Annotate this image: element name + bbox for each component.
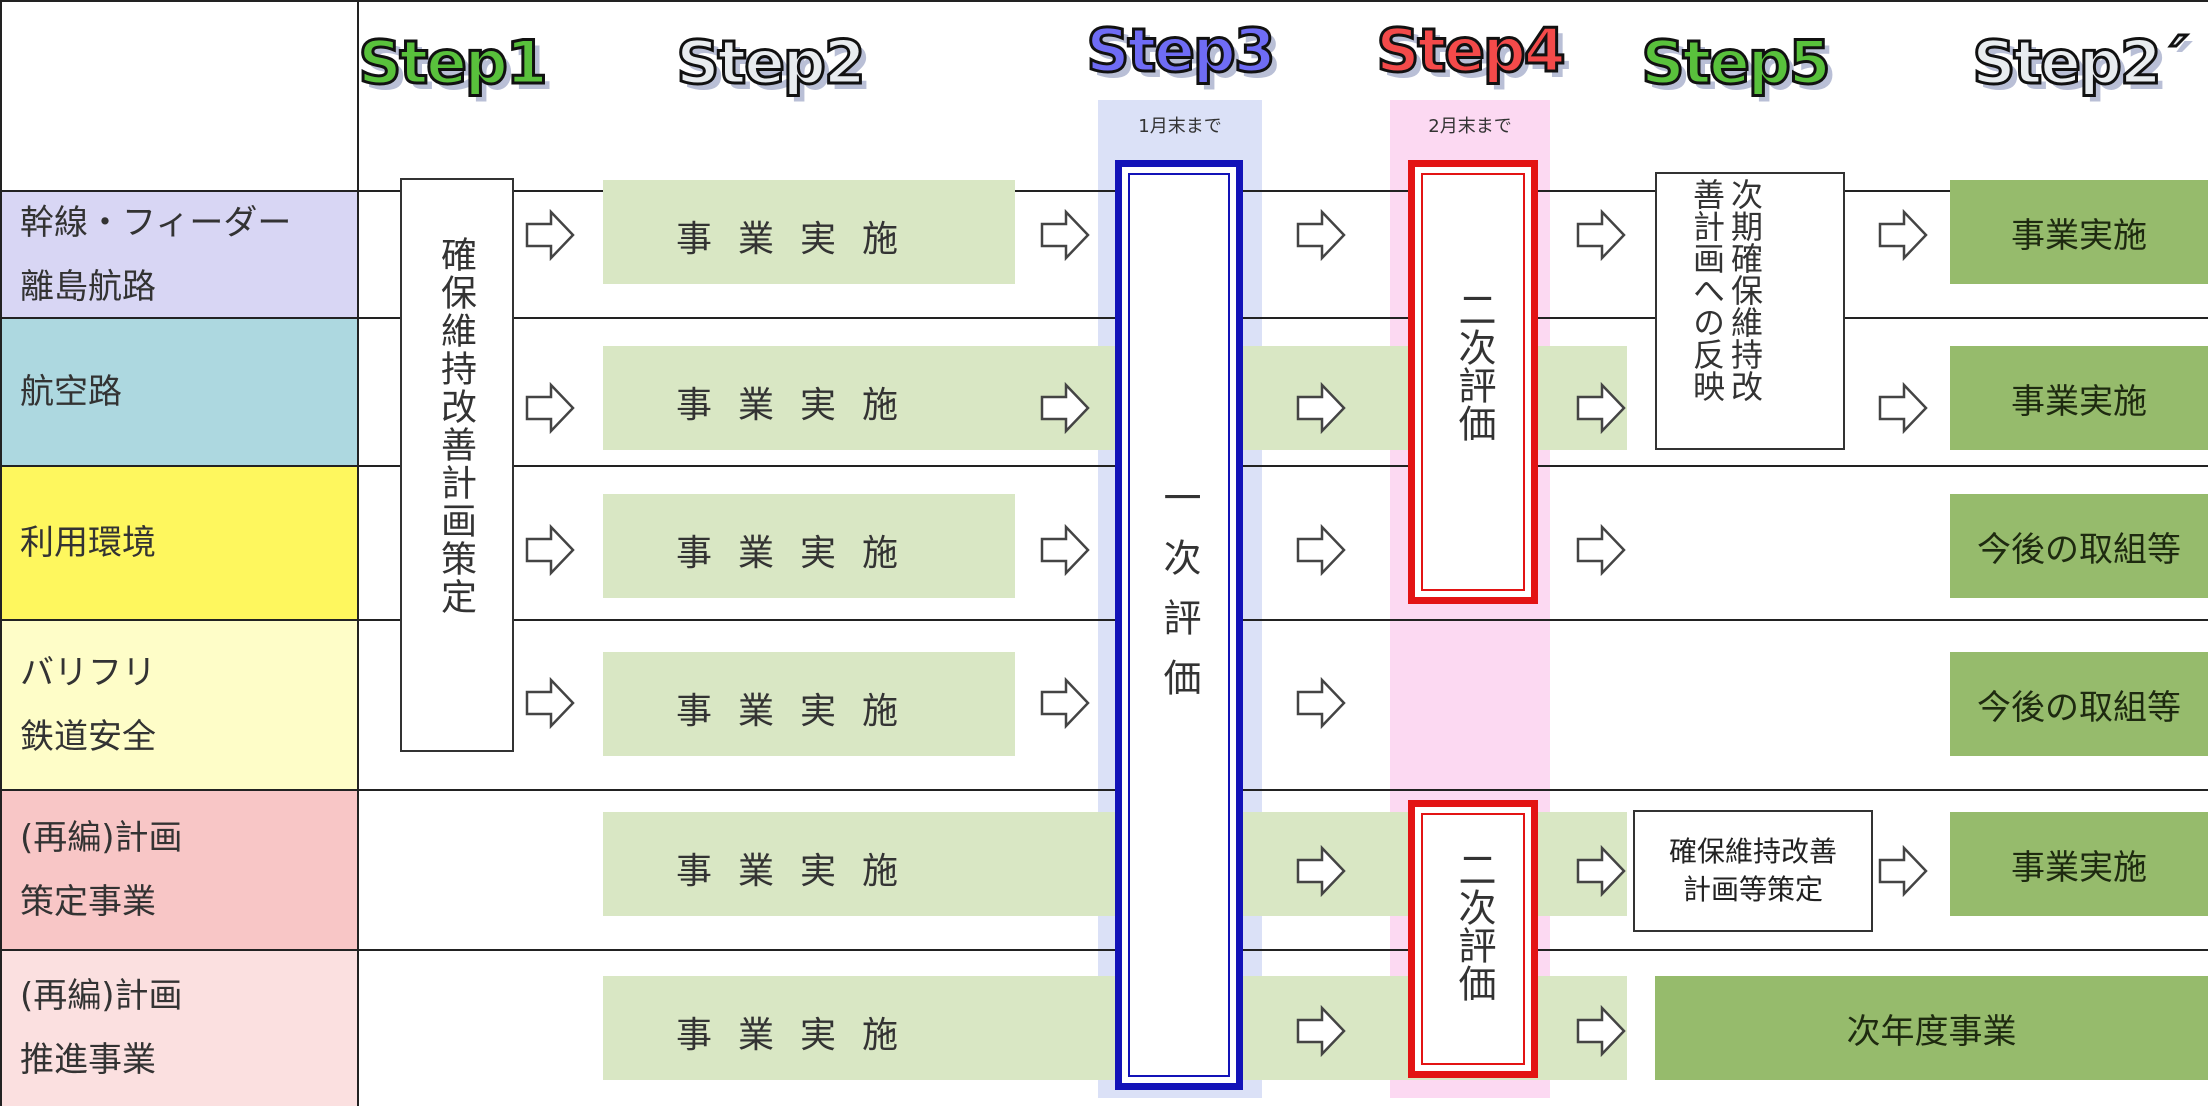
step3-first-eval-box	[1115, 160, 1243, 1090]
final-box-5: 事業実施	[1950, 812, 2208, 916]
final-box-2: 事業実施	[1950, 346, 2208, 450]
final-box-1: 事業実施	[1950, 180, 2208, 284]
arrow-right-icon	[525, 678, 575, 728]
grid-top	[0, 0, 2208, 2]
step2-label: Step2	[675, 27, 867, 100]
exec-text-4: 事業実施	[676, 691, 925, 732]
step4-deadline: 2月末まで	[1428, 116, 1512, 137]
arrow-right-icon	[1040, 525, 1090, 575]
arrow-right-icon	[1296, 525, 1346, 575]
row-label-6: (再編)計画 推進事業	[20, 976, 183, 1080]
exec-text-6: 事業実施	[676, 1015, 925, 1056]
grid-label-divider	[357, 0, 359, 1106]
grid-line-4	[0, 619, 2208, 621]
grid-line-1	[0, 190, 2208, 192]
exec-text-2: 事業実施	[676, 385, 925, 426]
step3-label: Step3	[1085, 15, 1277, 88]
step2-prime-label: Step2´	[1971, 27, 2191, 100]
exec-text-5: 事業実施	[676, 851, 925, 892]
arrow-right-icon	[1040, 678, 1090, 728]
exec-text-1: 事業実施	[676, 219, 925, 260]
step5-label: Step5	[1640, 27, 1832, 100]
step4-second-eval-text-upper: 二次評価	[1452, 290, 1496, 442]
grid-line-2	[0, 317, 2208, 319]
grid-line-6	[0, 949, 2208, 951]
row-label-bg-2	[2, 318, 358, 466]
exec-band-4	[603, 652, 1015, 756]
step3-first-eval-text: 一次評価	[1157, 478, 1201, 718]
arrow-right-icon	[1576, 210, 1626, 260]
step4-second-eval-box-upper	[1408, 160, 1538, 604]
arrow-right-icon	[1878, 210, 1928, 260]
step3-deadline: 1月末まで	[1138, 116, 1222, 137]
arrow-right-icon	[1878, 846, 1928, 896]
grid-line-5	[0, 789, 2208, 791]
final-box-6: 次年度事業	[1655, 976, 2208, 1080]
step1-plan-box	[400, 178, 514, 752]
step5-plan-box: 確保維持改善 計画等策定	[1633, 810, 1873, 932]
step4-second-eval-text-lower: 二次評価	[1452, 850, 1496, 1002]
arrow-right-icon	[1576, 525, 1626, 575]
step1-label: Step1	[357, 27, 549, 100]
step4-label: Step4	[1375, 15, 1567, 88]
row-label-5: (再編)計画 策定事業	[20, 818, 183, 922]
arrow-right-icon	[1878, 383, 1928, 433]
row-label-bg-6	[2, 950, 358, 1106]
arrow-right-icon	[1296, 210, 1346, 260]
final-box-3: 今後の取組等	[1950, 494, 2208, 598]
step5-reflect-text: 次期確保維持改善計画への反映	[1688, 178, 1764, 402]
row-label-3: 利用環境	[20, 523, 156, 563]
step1-plan-text: 確保維持改善計画策定	[435, 236, 476, 616]
arrow-right-icon	[525, 525, 575, 575]
row-label-bg-1	[2, 191, 358, 318]
arrow-right-icon	[1040, 210, 1090, 260]
grid-left	[0, 0, 2, 1106]
row-label-4: バリフリ 鉄道安全	[20, 653, 156, 757]
row-label-1: 幹線・フィーダー 離島航路	[20, 202, 292, 307]
arrow-right-icon	[1296, 678, 1346, 728]
exec-text-3: 事業実施	[676, 533, 925, 574]
row-label-2: 航空路	[20, 372, 122, 412]
arrow-right-icon	[525, 383, 575, 433]
grid-line-3	[0, 465, 2208, 467]
step4-second-eval-box-lower	[1408, 800, 1538, 1078]
final-box-4: 今後の取組等	[1950, 652, 2208, 756]
row-label-bg-3	[2, 466, 358, 620]
exec-band-3	[603, 494, 1015, 598]
exec-band-1	[603, 180, 1015, 284]
step5-reflect-box	[1655, 172, 1845, 450]
row-label-bg-4	[2, 620, 358, 790]
arrow-right-icon	[525, 210, 575, 260]
row-label-bg-5	[2, 790, 358, 950]
